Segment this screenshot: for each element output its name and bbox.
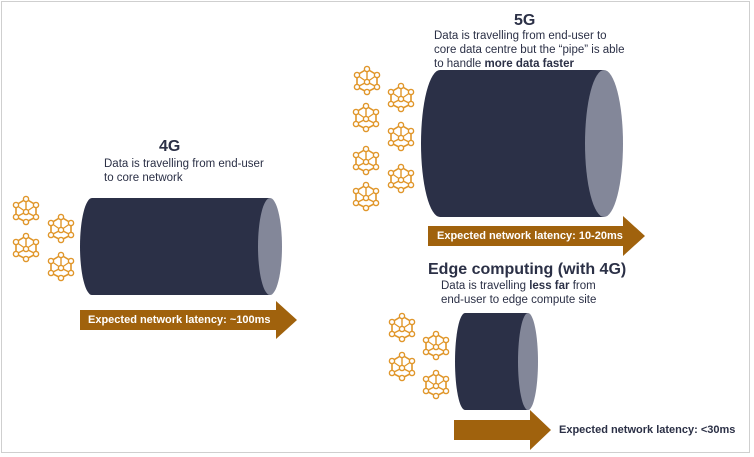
edge-latency-label: Expected network latency: <30ms [559,424,736,436]
network-node-icon [388,312,416,343]
edge-description-emphasis: less far [529,280,570,292]
network-node-icon [387,163,415,194]
g5-latency-label: Expected network latency: 10-20ms [437,230,623,242]
network-node-icon [422,330,450,361]
g4-latency-label: Expected network latency: ~100ms [88,314,271,326]
g4-arrow [80,301,297,339]
edge-description-text: from [569,280,596,292]
network-node-icon [387,121,415,152]
network-node-icon [47,213,75,244]
g5-description-text: to handle [434,58,485,70]
g5-description-line: Data is travelling from end-user to [434,30,607,42]
edge-description-line: Data is travelling less far from [441,279,596,293]
network-node-icon [353,65,381,96]
g5-nodes [352,65,415,212]
edge-title: Edge computing (with 4G) [428,261,627,278]
g4-description-line: to core network [104,172,183,184]
network-node-icon [352,102,380,133]
g5-title: 5G [514,12,536,29]
g5-description-line: to handle more data faster [434,57,625,71]
edge-description-text: Data is travelling [441,280,530,292]
network-node-icon [12,195,40,226]
network-node-icon [387,82,415,113]
g4-description: Data is travelling from end-user to core… [104,157,264,185]
g4-nodes [12,195,75,282]
g5-arrow [428,216,645,256]
network-node-icon [352,145,380,176]
network-node-icon [47,251,75,282]
network-node-icon [12,232,40,263]
g5-pipe [421,70,623,217]
g4-pipe [80,198,282,295]
g5-description-emphasis: more data faster [484,58,574,70]
network-node-icon [422,369,450,400]
g4-description-line: Data is travelling from end-user [104,158,264,170]
edge-pipe [455,313,538,410]
edge-description: Data is travelling less far from end-use… [441,279,596,307]
g5-description: Data is travelling from end-user to core… [434,29,625,71]
g4-title: 4G [159,138,181,155]
edge-nodes [388,312,450,400]
network-node-icon [352,181,380,212]
network-node-icon [388,351,416,382]
edge-arrow [454,410,551,450]
edge-description-line: end-user to edge compute site [441,294,597,306]
g5-description-line: core data centre but the “pipe” is able [434,44,625,56]
